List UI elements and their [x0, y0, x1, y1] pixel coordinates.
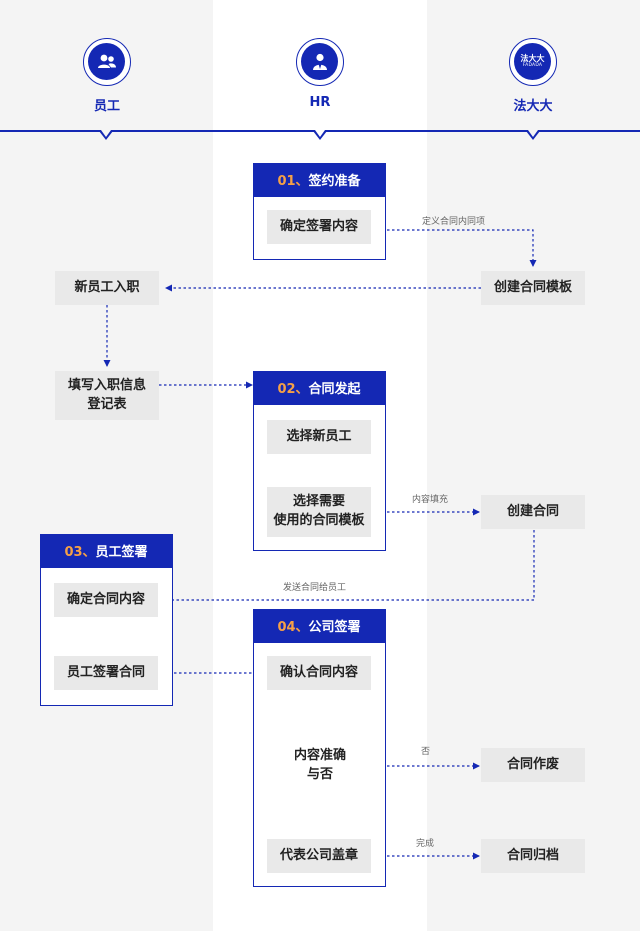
- stage-4-title: 04、公司签署: [252, 608, 386, 643]
- employee-avatar: [83, 38, 131, 86]
- node-create-contract: 创建合同: [481, 495, 585, 529]
- users-icon: [97, 54, 116, 68]
- stage-2-title: 02、合同发起: [252, 370, 386, 405]
- label-no: 否: [421, 747, 431, 757]
- lane-fadada-pointer: [526, 130, 540, 140]
- node-emp-sign: 员工签署合同: [54, 656, 158, 690]
- fadada-logo-cn: 法大大: [520, 53, 545, 63]
- stage-1-title: 01、签约准备: [252, 162, 386, 197]
- stage-1-number: 01、: [277, 174, 309, 189]
- node-create-template: 创建合同模板: [481, 271, 585, 305]
- stage-4-group: 04、公司签署 确认合同内容 代表公司盖章: [252, 608, 386, 887]
- lane-employee-title: 员工: [93, 99, 120, 114]
- fadada-logo-en: FADADA: [522, 62, 543, 68]
- node-fill-form: 填写入职信息 登记表: [55, 371, 159, 420]
- node-new-employee: 新员工入职: [55, 271, 159, 305]
- node-hr-confirm: 确认合同内容: [267, 656, 371, 690]
- lane-hr-title: HR: [309, 95, 331, 110]
- node-emp-confirm: 确定合同内容: [54, 583, 158, 617]
- edge-define-items: [372, 229, 537, 267]
- stage-2-label: 合同发起: [308, 382, 361, 397]
- node-confirm-content: 确定签署内容: [267, 210, 371, 244]
- hr-avatar: [296, 38, 344, 86]
- label-send-to-employee: 发送合同给员工: [283, 583, 347, 593]
- stage-3-label: 员工签署: [95, 545, 148, 560]
- stage-4-number: 04、: [277, 620, 309, 635]
- stage-3-group: 03、员工签署 确定合同内容 员工签署合同: [39, 533, 173, 706]
- stage-2-number: 02、: [277, 382, 309, 397]
- node-select-template: 选择需要 使用的合同模板: [267, 487, 371, 537]
- label-fill-content: 内容填充: [412, 495, 449, 505]
- fadada-logo-icon: 法大大 FADADA: [520, 53, 545, 69]
- node-void-contract: 合同作废: [481, 748, 585, 782]
- node-archive: 合同归档: [481, 839, 585, 873]
- stage-3-title: 03、员工签署: [39, 533, 173, 568]
- lane-employee: [0, 0, 213, 931]
- label-done: 完成: [416, 839, 435, 849]
- stage-1-label: 签约准备: [308, 174, 361, 189]
- stage-3-number: 03、: [64, 545, 96, 560]
- stage-1-group: 01、签约准备 确定签署内容: [252, 162, 386, 260]
- lane-employee-pointer: [99, 130, 113, 140]
- lane-fadada-title: 法大大: [513, 99, 553, 114]
- fadada-avatar: 法大大 FADADA: [509, 38, 557, 86]
- lane-hr-pointer: [313, 130, 327, 140]
- node-decision: 内容准确 与否: [293, 748, 346, 782]
- stage-2-group: 02、合同发起 选择新员工 选择需要 使用的合同模板: [252, 370, 386, 551]
- node-company-seal: 代表公司盖章: [267, 839, 371, 873]
- edge-send-to-employee: [165, 530, 535, 604]
- label-define-items: 定义合同内同项: [422, 217, 486, 227]
- person-tie-icon: [312, 53, 327, 70]
- stage-4-label: 公司签署: [308, 620, 361, 635]
- node-select-employee: 选择新员工: [267, 420, 371, 454]
